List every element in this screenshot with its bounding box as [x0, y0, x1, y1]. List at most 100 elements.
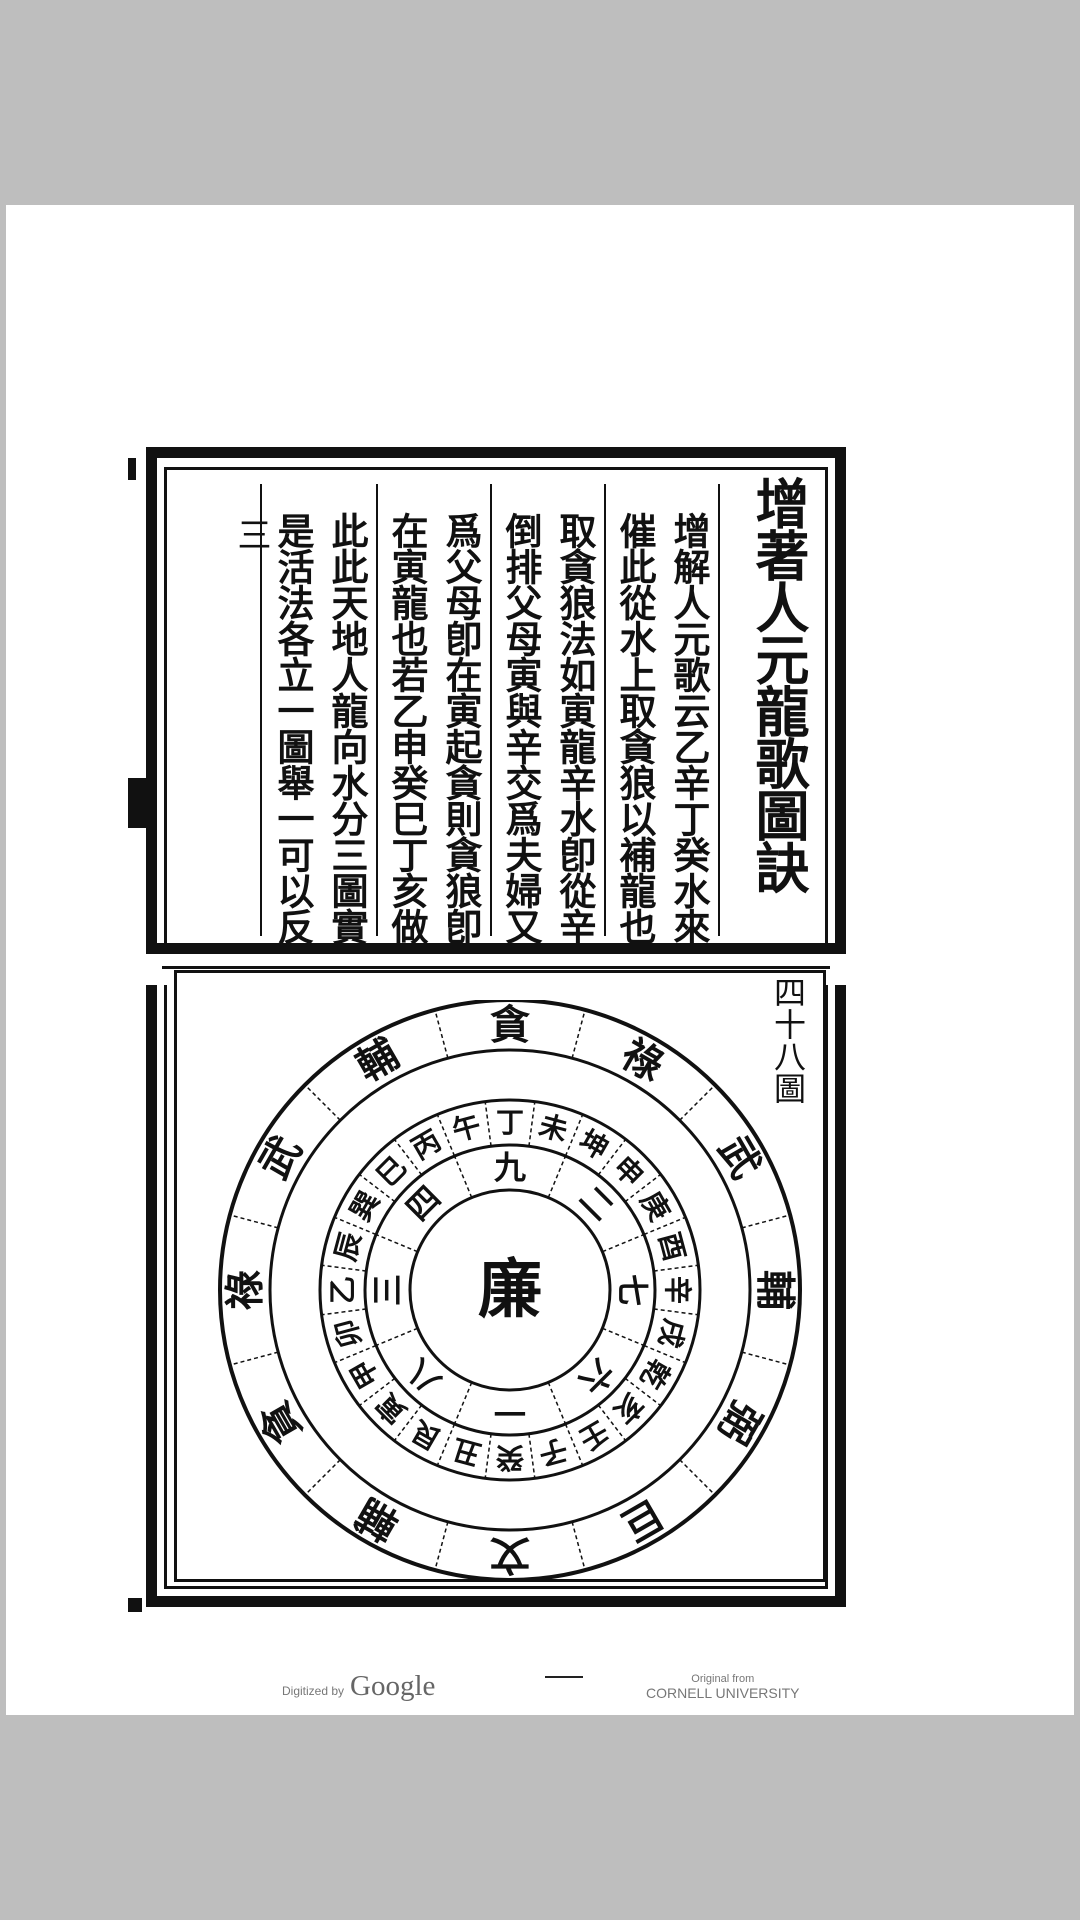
ring-spoke [321, 1308, 367, 1316]
ring-character: 艮 [405, 1413, 447, 1456]
ring-character: 巨 [613, 1489, 671, 1550]
ring-spoke [393, 1404, 423, 1442]
text-column-3: 取貪狼法如寅龍辛水卽從辛 [553, 512, 597, 944]
ring-spoke [358, 1377, 396, 1407]
ring-spoke [453, 1155, 473, 1198]
ring-character: 癸 [496, 1441, 525, 1474]
ring-character: 乾 [634, 1353, 677, 1394]
ring-character: 戌 [652, 1316, 691, 1352]
ring-character: 貪 [250, 1393, 311, 1452]
ring-character: 辰 [329, 1229, 368, 1265]
ring-character: 丁 [496, 1106, 524, 1139]
column-rule [376, 484, 378, 936]
ring-spoke [602, 1233, 645, 1253]
ring-spoke [528, 1101, 536, 1147]
ring-spoke [679, 1459, 716, 1496]
ring-spoke [547, 1155, 567, 1198]
ring-character: 未 [536, 1109, 572, 1148]
ring-character: 坤 [573, 1124, 614, 1167]
ring-spoke [597, 1138, 627, 1176]
ring-spoke [484, 1101, 492, 1147]
ring-character: 祿 [222, 1270, 269, 1310]
ring-character: 武 [709, 1128, 770, 1186]
center-character: 廉 [478, 1253, 542, 1328]
text-column-7: 此此天地人龍向水分三圖實 [325, 512, 369, 944]
google-logo-text: Google [350, 1670, 436, 1702]
ring-spoke [624, 1377, 662, 1407]
ring-spoke [741, 1214, 791, 1229]
ring-character: 午 [449, 1109, 485, 1148]
ring-spoke [571, 1009, 586, 1059]
diagram-rings [218, 1000, 802, 1580]
ring-spoke [741, 1351, 791, 1366]
ring-character: 祿 [613, 1030, 671, 1091]
ring-character: 巽 [344, 1186, 387, 1227]
page-frame-outer [146, 447, 846, 1607]
ring-spoke [547, 1382, 567, 1425]
ring-character: 子 [536, 1432, 572, 1471]
ring-spoke [375, 1327, 418, 1347]
ring-spoke [434, 1521, 449, 1571]
ring-spoke [229, 1351, 279, 1366]
ring-character: 酉 [652, 1229, 691, 1265]
page-frame-inner [164, 467, 828, 1589]
ring-spoke [564, 1423, 584, 1466]
ring-spoke [304, 1084, 341, 1121]
ring-spoke [229, 1214, 279, 1229]
ring-character: 八 [398, 1351, 448, 1401]
ring-spoke [321, 1264, 367, 1272]
margin-mark [128, 1598, 142, 1612]
ring-spoke [484, 1433, 492, 1479]
figure-frame [174, 970, 826, 1582]
margin-mark [128, 458, 136, 480]
ring-circle [218, 1000, 802, 1580]
original-from: Original from CORNELL UNIVERSITY [646, 1672, 800, 1700]
ring-spoke [434, 1009, 449, 1059]
ring-character: 辛 [661, 1276, 694, 1304]
figure-label: 四十八圖 [769, 976, 807, 1104]
ring-spoke [571, 1521, 586, 1571]
digitized-by-text: Digitized by [282, 1684, 345, 1698]
ring-spoke [528, 1433, 536, 1479]
ring-character: 乙 [326, 1276, 359, 1304]
column-rule [260, 484, 262, 936]
ring-spoke [393, 1138, 423, 1176]
original-from-text: Original from [691, 1673, 755, 1685]
ring-spoke [679, 1084, 716, 1121]
ring-character: 丙 [406, 1124, 447, 1167]
text-column-8: 是活法各立一圖舉一可以反 [271, 512, 315, 944]
ring-character: 丑 [449, 1432, 485, 1471]
ring-spoke [602, 1327, 645, 1347]
ring-character: 七 [614, 1274, 652, 1306]
ring-circle [363, 1143, 657, 1437]
text-block: 增著人元龍歌圖訣 增解人元歌云乙辛丁癸水來 催此從水上取貪狼以補龍也 取貪狼法如… [174, 476, 824, 946]
ring-character: 三 [369, 1274, 407, 1306]
section-divider [146, 943, 846, 985]
ring-character: 貪 [490, 1002, 531, 1049]
ring-character: 壬 [573, 1414, 614, 1457]
ring-spoke [597, 1404, 627, 1442]
ring-character: 一 [494, 1394, 526, 1432]
ring-spoke [564, 1114, 584, 1157]
ring-spoke [334, 1216, 377, 1236]
ring-character: 甲 [344, 1353, 387, 1394]
page-dash [545, 1676, 583, 1678]
ring-spoke [653, 1308, 699, 1316]
ring-character: 庚 [634, 1186, 677, 1227]
digitized-by: Digitized by Google [282, 1670, 435, 1703]
ring-spoke [643, 1216, 686, 1236]
ring-spoke [436, 1423, 456, 1466]
ring-character: 二 [572, 1179, 622, 1229]
ring-character: 武 [250, 1128, 311, 1186]
book-title: 增著人元龍歌圖訣 [746, 476, 810, 892]
text-column-5: 爲父母卽在寅起貪則貪狼卽 [439, 512, 483, 944]
ring-spoke [358, 1173, 396, 1203]
text-column-4: 倒排父母寅與辛交爲夫婦又 [499, 512, 543, 944]
column-rule [718, 484, 720, 936]
ring-spoke [375, 1233, 418, 1253]
ring-character: 九 [494, 1149, 526, 1187]
ring-spoke [453, 1382, 473, 1425]
ring-circle [318, 1098, 702, 1482]
text-column-1: 增解人元歌云乙辛丁癸水來 [667, 512, 711, 944]
ring-character: 四 [399, 1179, 449, 1229]
